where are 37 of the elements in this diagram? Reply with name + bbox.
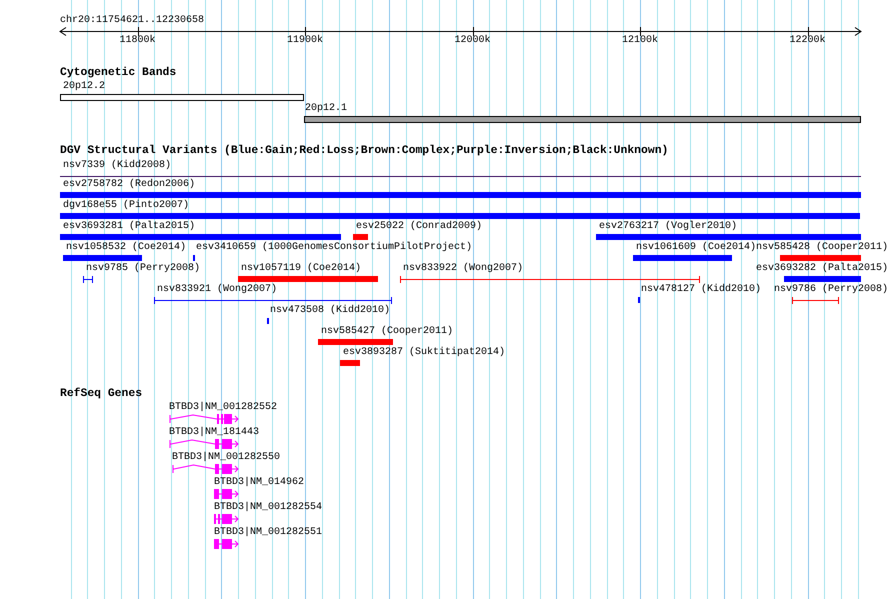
band-label: 20p12.2 xyxy=(63,81,106,92)
track-title: Cytogenetic Bands xyxy=(60,67,176,80)
variant-label: nsv9785 (Perry2008) xyxy=(86,263,200,274)
variant-label: esv3693282 (Palta2015) xyxy=(756,263,888,274)
tick-label: 11900k xyxy=(287,35,323,46)
band-label: 20p12.1 xyxy=(305,103,348,114)
variant-label: dgv168e55 (Pinto2007) xyxy=(63,200,190,211)
tick-label: 12100k xyxy=(622,35,658,46)
variant-label: nsv478127 (Kidd2010) xyxy=(641,284,762,295)
variant-label: nsv1057119 (Coe2014) xyxy=(241,263,362,274)
variant-label: nsv585428 (Cooper2011) xyxy=(756,242,888,253)
transcript-label: BTBD3|NM_181443 xyxy=(169,427,260,438)
transcript-label: BTBD3|NM_001282550 xyxy=(172,452,280,463)
tick-label: 12000k xyxy=(454,35,490,46)
variant-label: esv3893287 (Suktitipat2014) xyxy=(343,347,506,358)
variant-label: esv2763217 (Vogler2010) xyxy=(599,221,738,232)
coordinate-range: chr20:11754621..12230658 xyxy=(60,15,204,26)
variant-label: nsv9786 (Perry2008) xyxy=(774,284,888,295)
tick-label: 11800k xyxy=(120,35,156,46)
variant-label: nsv7339 (Kidd2008) xyxy=(63,160,172,171)
tick-label: 12200k xyxy=(790,35,826,46)
transcript-label: BTBD3|NM_001282552 xyxy=(169,402,278,413)
track-title: DGV Structural Variants (Blue:Gain;Red:Loss;Brown:Complex;Purple:Inversion;Black:Unknown) xyxy=(60,145,668,158)
variant-label: nsv833922 (Wong2007) xyxy=(403,263,524,274)
variant-label: esv3693281 (Palta2015) xyxy=(63,221,196,232)
transcript-label: BTBD3|NM_001282554 xyxy=(214,502,322,513)
variant-label: nsv833921 (Wong2007) xyxy=(157,284,278,295)
variant-label: esv2758782 (Redon2006) xyxy=(63,179,196,190)
track-title: RefSeq Genes xyxy=(60,388,142,401)
variant-label: nsv1061609 (Coe2014) xyxy=(636,242,756,253)
transcript-label: BTBD3|NM_014962 xyxy=(214,477,304,488)
variant-label: esv3410659 (1000GenomesConsortiumPilotProject) xyxy=(196,242,472,253)
variant-label: esv25022 (Conrad2009) xyxy=(356,221,482,232)
transcript-label: BTBD3|NM_001282551 xyxy=(214,527,322,538)
variant-label: nsv1058532 (Coe2014) xyxy=(66,242,186,253)
variant-label: nsv473508 (Kidd2010) xyxy=(270,305,390,316)
variant-label: nsv585427 (Cooper2011) xyxy=(321,326,454,337)
